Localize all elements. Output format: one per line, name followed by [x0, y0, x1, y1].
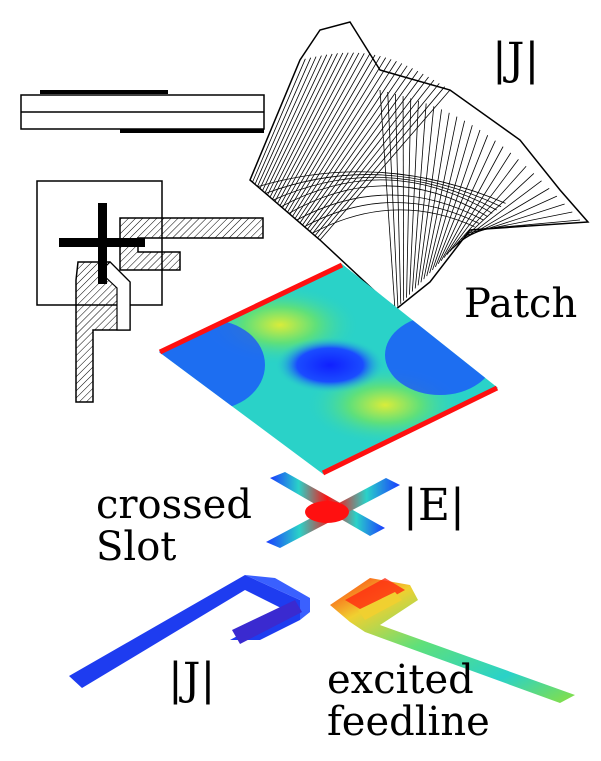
patch-cold-center — [275, 337, 385, 393]
current-label-top-text: |J| — [492, 34, 540, 85]
mesh-line — [257, 56, 317, 187]
mesh-line — [282, 53, 370, 209]
mesh-curve — [280, 179, 493, 214]
mesh-line — [469, 219, 581, 231]
mesh-line — [252, 58, 306, 183]
feed-right-body — [330, 578, 575, 703]
mesh-line — [262, 54, 328, 191]
mesh-line — [406, 98, 412, 298]
patch-label: Patch — [464, 284, 577, 324]
feed-right-warm — [358, 592, 402, 620]
mesh-line — [426, 120, 466, 277]
mesh-line — [429, 125, 473, 274]
mesh-curve — [273, 176, 497, 211]
mesh-line — [446, 159, 519, 255]
slot-label-text: Slot — [96, 524, 177, 570]
feed-right-hot — [345, 578, 405, 612]
mesh-line — [269, 52, 344, 198]
mesh-line — [279, 53, 365, 206]
mesh-line — [284, 54, 376, 211]
slot-vertical — [98, 203, 107, 284]
mesh-curve — [304, 202, 480, 228]
slot-center-hot — [305, 501, 349, 523]
mesh-line — [414, 106, 435, 289]
patch-cold-left — [159, 320, 265, 410]
patch-field-map — [158, 262, 499, 476]
mesh-line — [254, 57, 312, 185]
mesh-line — [432, 129, 481, 271]
mesh-line — [264, 53, 333, 194]
mesh-line — [417, 109, 442, 286]
mesh-line — [409, 100, 419, 295]
mesh-line — [467, 211, 573, 234]
layer-stack-cross-section — [20, 90, 265, 133]
mesh-line — [297, 63, 403, 221]
slot-field-map — [266, 472, 400, 548]
crossed-label-text: crossed — [96, 482, 252, 528]
current-wireframe-surface — [249, 21, 590, 311]
feed-left-body — [69, 575, 300, 688]
feedline-upper-shape — [119, 217, 264, 271]
mesh-line — [379, 89, 396, 311]
feedline-label: feedline — [327, 702, 490, 742]
current-label-bottom: |J| — [168, 658, 215, 702]
e-field-label-text: |E| — [403, 480, 465, 531]
mesh-line — [387, 91, 399, 307]
excited-label: excited — [327, 660, 474, 700]
mesh-line — [302, 68, 413, 226]
mesh-curve — [288, 185, 488, 218]
feed-left-bend — [245, 575, 310, 620]
antenna-layout-topview — [36, 180, 264, 403]
mesh-line — [423, 116, 458, 280]
mesh-line — [402, 96, 405, 301]
patch-edge-hot-lower — [321, 385, 499, 476]
mesh-line — [307, 73, 424, 230]
mesh-line — [435, 135, 489, 268]
feedline-field-right — [330, 578, 575, 703]
mesh-line — [304, 70, 419, 228]
mesh-line — [274, 52, 354, 202]
mesh-line — [312, 79, 435, 234]
patch-edge-hot-upper — [158, 262, 344, 355]
mesh-line — [317, 86, 445, 239]
mesh-line — [452, 173, 535, 249]
slot-label: Slot — [96, 527, 176, 567]
current-label-bottom-text: |J| — [168, 654, 216, 705]
crossed-label: crossed — [96, 485, 252, 525]
mesh-line — [249, 59, 301, 181]
surface-silhouette — [249, 21, 590, 311]
mesh-line — [289, 57, 387, 215]
mesh-curve — [296, 194, 484, 221]
mesh-line — [314, 83, 440, 236]
mesh-line — [440, 146, 504, 261]
surface-mesh — [249, 52, 581, 311]
mesh-line — [292, 59, 392, 217]
mesh-curve — [257, 171, 506, 204]
mesh-line — [394, 94, 402, 304]
feedline-field-left — [69, 575, 310, 688]
mesh-line — [272, 52, 349, 200]
current-label-top: |J| — [492, 38, 539, 82]
mesh-line — [437, 140, 496, 265]
feedline-label-text: feedline — [327, 699, 490, 745]
e-field-label: |E| — [403, 484, 465, 528]
mesh-line — [449, 166, 527, 252]
mesh-line — [464, 203, 565, 237]
excited-label-text: excited — [327, 657, 474, 703]
feed-left-tip — [232, 600, 302, 644]
patch-label-text: Patch — [464, 281, 578, 327]
mesh-line — [420, 112, 450, 283]
mesh-line — [267, 53, 338, 196]
mesh-curve — [312, 209, 475, 234]
mesh-line — [259, 55, 322, 189]
mesh-line — [287, 55, 381, 213]
mesh-line — [299, 65, 408, 224]
mesh-curve — [265, 174, 502, 208]
patch-cold-right — [385, 315, 495, 395]
